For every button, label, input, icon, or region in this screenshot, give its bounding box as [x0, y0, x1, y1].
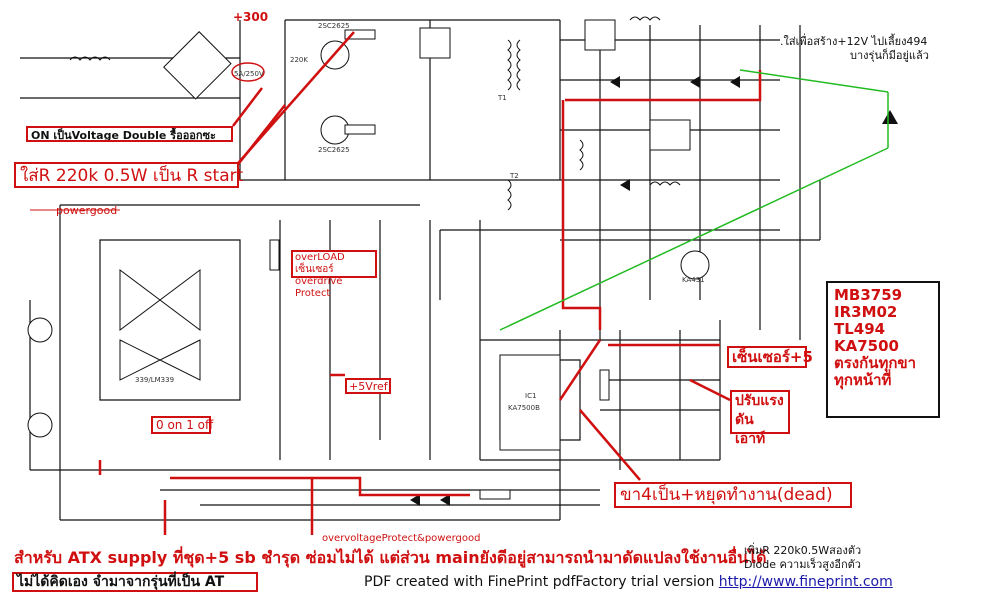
label-t2: T2: [509, 172, 519, 180]
plus300-label: +300: [233, 10, 269, 24]
op-amp: [649, 119, 691, 151]
diodes: [410, 76, 898, 506]
overload-line1: overLOAD เซ็นเซอร์: [295, 252, 345, 275]
vref-label: +5Vref: [345, 378, 391, 394]
sensor-plus5-note: เซ็นเซอร์+5: [727, 346, 813, 368]
label-ic3: 339/LM339: [135, 376, 174, 384]
atx-supply-note: สำหรับ ATX supply ที่ชุด+5 sb ชำรุด ซ่อม…: [14, 548, 767, 567]
comparator-2: [159, 269, 201, 331]
component-text: 2SC2625 2SC2625 IC1 KA7500B T1 T2 339/LM…: [135, 22, 705, 412]
chip-mb3759: MB3759: [834, 286, 903, 304]
resistor-r62: [269, 239, 280, 271]
resistor-r-start: [344, 29, 376, 40]
comparator-3: [119, 339, 162, 381]
bridge-rectifier: [163, 31, 232, 100]
on-off-note: 0 on 1 off: [151, 416, 213, 434]
green-guide-lines: [499, 69, 889, 331]
top-note-line1: .ใส่เพื่อสร้าง+12V ไปเลี้ยง494: [780, 35, 928, 48]
resistor-r64: [599, 369, 610, 401]
transistor-q5: [680, 250, 710, 280]
red-modification-wires: [98, 31, 762, 535]
transistor-q13: [27, 412, 53, 438]
chip-note-line2: ทุกหน้าที่: [834, 371, 892, 389]
transistor-q11: [27, 317, 53, 343]
label-q2: 2SC2625: [318, 146, 350, 154]
highlight-capacitor: [231, 62, 265, 82]
adjust-output-note: ปรับแรงดัน เอาท์: [730, 390, 790, 447]
chip-ir3m02: IR3M02: [834, 303, 898, 321]
chip-ka7500: KA7500: [834, 337, 899, 355]
top-right-note: .ใส่เพื่อสร้าง+12V ไปเลี้ยง494 บางรุ่นก็…: [780, 35, 960, 63]
resistor-r: [344, 124, 376, 135]
transformer-coils: [69, 16, 681, 211]
fineprint-link[interactable]: http://www.fineprint.com: [718, 574, 893, 590]
label-r220k: 220K: [290, 56, 308, 64]
r-start-note: ใส่R 220k 0.5W เป็น R start: [14, 162, 243, 188]
right-note-line2: Diode ความเร็วสูงอีกตัว: [744, 558, 861, 571]
circuit-wires: [20, 19, 821, 521]
relay-block: [419, 27, 451, 59]
right-note-line1: เพิ่มR 220k0.5Wสองตัว: [744, 544, 862, 557]
chip-note-line1: ตรงกันทุกขา: [834, 354, 917, 372]
overload-line2: overdrive Protect: [295, 276, 343, 299]
pdf-credit: PDF created with FinePrint pdfFactory tr…: [364, 574, 893, 590]
voltage-double-note: ON เป็นVoltage Double รื้อออกซะ: [26, 126, 233, 142]
rectifier-d: [584, 19, 616, 51]
label-fuse: 5A/250V: [234, 70, 264, 78]
comparator-1: [119, 269, 161, 331]
label-ka7500: KA7500B: [508, 404, 540, 412]
chip-tl494: TL494: [834, 320, 886, 338]
overvoltage-powergood-label: overvoltageProtect&powergood: [322, 533, 481, 544]
comparator-4: [158, 339, 201, 381]
bottom-right-note: เพิ่มR 220k0.5Wสองตัว Diode ความเร็วสูงอ…: [744, 544, 954, 572]
top-note-line2: บางรุ่นก็มีอยู่แล้ว: [850, 49, 929, 62]
components: [27, 19, 710, 500]
adjust-line1: ปรับแรงดัน: [735, 393, 784, 428]
label-q1: 2SC2625: [318, 22, 350, 30]
pin4-dead-note: ขา4เป็น+หยุดทำงาน(dead): [614, 482, 852, 508]
label-t1: T1: [497, 94, 507, 102]
powergood-label: powergood: [56, 204, 118, 217]
chip-compatibility-box: MB3759 IR3M02 TL494 KA7500 ตรงกันทุกขา ท…: [826, 281, 940, 418]
overload-note: overLOAD เซ็นเซอร์ overdrive Protect: [291, 250, 377, 299]
ic1-chip: [499, 354, 561, 451]
not-mine-note: ไม่ได้คิดเอง จำมาจากรุ่นที่เป็น AT: [12, 572, 258, 592]
resistor-r37: [479, 489, 511, 500]
label-ka431: KA431: [682, 276, 705, 284]
adjust-line2: เอาท์: [735, 431, 766, 447]
pdf-created-text: PDF created with FinePrint pdfFactory tr…: [364, 574, 715, 590]
label-ic1: IC1: [525, 392, 536, 400]
